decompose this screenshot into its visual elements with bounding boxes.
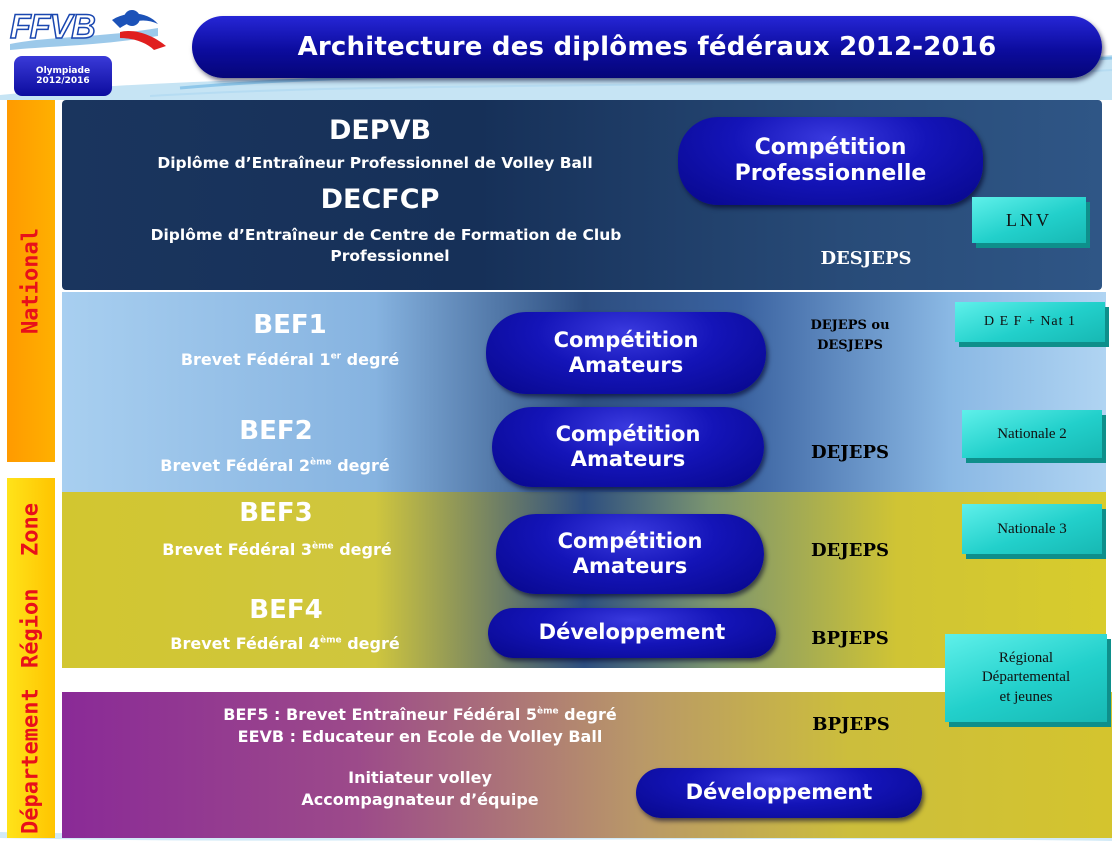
initiateur-volley: Initiateur volley <box>348 768 492 787</box>
depvb-desc: Diplôme d’Entraîneur Professionnel de Vo… <box>157 154 593 172</box>
bef4-code: BEF4 <box>249 595 323 625</box>
level-def-nat1: D E F + Nat 1 <box>955 302 1105 342</box>
bef2-desc-text: Brevet Fédéral 2 <box>160 456 311 475</box>
bef2-desc: Brevet Fédéral 2ème degré <box>90 456 460 475</box>
bef2-desc-tail: degré <box>331 456 390 475</box>
pill-line-2: Professionnelle <box>734 161 927 186</box>
bef4-state-diploma: BPJEPS <box>811 628 889 649</box>
level-regional-line-2: Départemental <box>981 669 1071 686</box>
bef5-desc-tail: degré <box>558 705 617 724</box>
pill-line-2: Amateurs <box>570 447 686 471</box>
decfcp-code: DECFCP <box>320 184 440 215</box>
bef1-desc: Brevet Fédéral 1er degré <box>100 350 480 369</box>
side-label-departement: Département <box>18 688 44 834</box>
bef4-desc: Brevet Fédéral 4ème degré <box>100 634 470 653</box>
page-title: Architecture des diplômes fédéraux 2012-… <box>192 16 1102 78</box>
pill-competition-amateurs-1: Compétition Amateurs <box>486 312 766 394</box>
bef3-state-diploma: DEJEPS <box>810 540 890 561</box>
state-diploma-desjeps: DESJEPS <box>820 248 912 269</box>
pill-line-1: Compétition <box>557 528 703 553</box>
ffvb-logo: FFVB Olympiade 2012/2016 <box>8 6 173 98</box>
pill-competition-professionnelle: Compétition Professionnelle <box>678 117 983 205</box>
bef4-desc-sup: ème <box>320 635 342 646</box>
level-lnv: LNV <box>972 197 1086 243</box>
level-regional: Régional Départemental et jeunes <box>945 634 1107 722</box>
pill-developpement-1: Développement <box>488 608 776 658</box>
bef5-desc-text: BEF5 : Brevet Entraîneur Fédéral 5 <box>223 705 538 724</box>
bef4-desc-tail: degré <box>341 634 400 653</box>
bef3-desc-text: Brevet Fédéral 3 <box>162 540 313 559</box>
bef4-desc-text: Brevet Fédéral 4 <box>170 634 321 653</box>
bef1-desc-sup: er <box>330 351 342 362</box>
bef2-state-diploma: DEJEPS <box>810 442 890 463</box>
bef1-state-diploma-1: DEJEPS ou <box>810 318 890 333</box>
eevb-desc: EEVB : Educateur en Ecole de Volley Ball <box>237 727 603 746</box>
decfcp-desc-1: Diplôme d’Entraîneur de Centre de Format… <box>150 226 622 244</box>
level-nationale-3: Nationale 3 <box>962 504 1102 554</box>
bef1-code: BEF1 <box>253 310 327 340</box>
side-bar-region <box>7 478 55 838</box>
bef1-desc-text: Brevet Fédéral 1 <box>180 350 331 369</box>
decfcp-desc-2: Professionnel <box>330 247 450 265</box>
pill-line-2: Amateurs <box>572 554 688 578</box>
level-regional-line-3: et jeunes <box>999 688 1053 705</box>
pill-competition-amateurs-3: Compétition Amateurs <box>496 514 764 594</box>
bef2-code: BEF2 <box>239 416 313 446</box>
pill-line-1: Compétition <box>754 134 907 160</box>
volleyball-player-icon <box>10 10 166 50</box>
pill-line-1: Compétition <box>555 421 701 446</box>
logo-olympiad-label: Olympiade <box>35 66 91 76</box>
bef1-desc-tail: degré <box>341 350 400 369</box>
bef1-state-diploma-2: DESJEPS <box>817 338 883 353</box>
accompagnateur-equipe: Accompagnateur d’équipe <box>301 790 539 809</box>
side-label-zone: Zone <box>18 503 44 557</box>
pill-line-2: Amateurs <box>568 353 684 377</box>
pill-competition-amateurs-2: Compétition Amateurs <box>492 407 764 487</box>
logo-brand: FFVB <box>9 7 96 47</box>
side-label-region: Région <box>18 588 44 668</box>
bef3-code: BEF3 <box>239 498 313 528</box>
pill-developpement-2: Développement <box>636 768 922 818</box>
level-nationale-2: Nationale 2 <box>962 410 1102 458</box>
band-departement <box>62 692 1112 838</box>
bef5-desc-sup: ème <box>537 706 559 717</box>
depvb-code: DEPVB <box>328 115 432 146</box>
pill-line-1: Compétition <box>553 327 699 352</box>
bef3-desc-tail: degré <box>333 540 392 559</box>
logo-olympiad-badge: Olympiade 2012/2016 <box>14 56 112 96</box>
bef3-desc-sup: ème <box>312 541 334 552</box>
side-label-national: National <box>7 100 55 462</box>
bef2-desc-sup: ème <box>310 457 332 468</box>
bef3-desc: Brevet Fédéral 3ème degré <box>92 540 462 559</box>
logo-olympiad-years: 2012/2016 <box>36 76 90 86</box>
bef5-desc: BEF5 : Brevet Entraîneur Fédéral 5ème de… <box>120 705 720 724</box>
level-regional-line-1: Régional <box>998 649 1054 666</box>
dept-state-diploma: BPJEPS <box>812 714 890 735</box>
